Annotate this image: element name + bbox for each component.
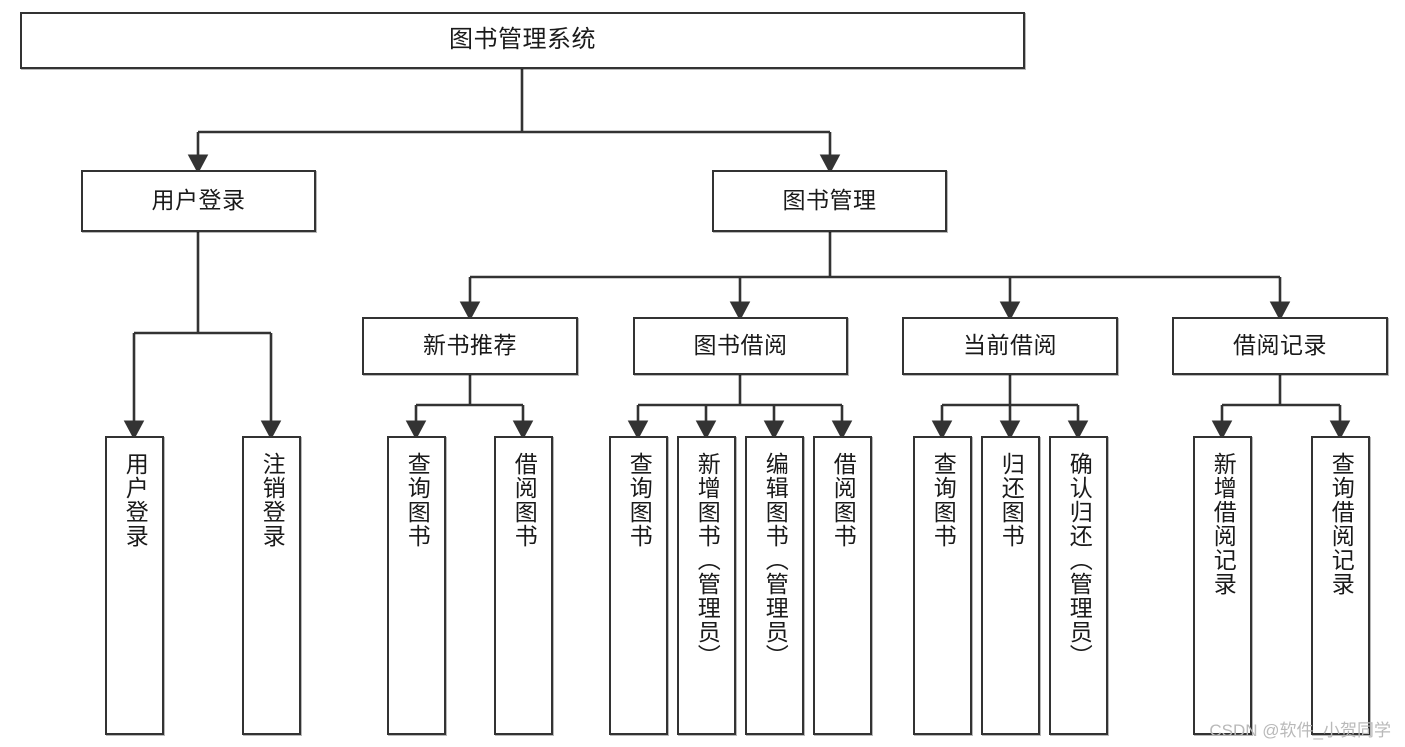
node-book-borrow[interactable]: 图书借阅 [633,317,848,375]
node-label: 图书管理系统 [449,26,596,54]
node-leaf-edit-book[interactable]: 编辑图书（管理员） [745,436,804,735]
node-label: 当前借阅 [963,332,1057,359]
node-label: 查询图书 [404,452,431,548]
node-label: 查询借阅记录 [1328,452,1355,596]
node-leaf-user-logout[interactable]: 注销登录 [242,436,301,735]
node-label: 归还图书 [998,452,1025,548]
node-label: 新增图书（管理员） [694,452,721,668]
node-leaf-borrow-book-recommend[interactable]: 借阅图书 [494,436,553,735]
node-label: 借阅图书 [830,452,857,548]
node-book-manage[interactable]: 图书管理 [712,170,947,232]
node-user-login[interactable]: 用户登录 [81,170,316,232]
node-current-borrow[interactable]: 当前借阅 [902,317,1118,375]
node-label: 编辑图书（管理员） [762,452,789,668]
node-leaf-user-login[interactable]: 用户登录 [105,436,164,735]
node-new-book-recommend[interactable]: 新书推荐 [362,317,578,375]
node-leaf-add-borrow-record[interactable]: 新增借阅记录 [1193,436,1252,735]
node-borrow-record[interactable]: 借阅记录 [1172,317,1388,375]
node-leaf-query-borrow-record[interactable]: 查询借阅记录 [1311,436,1370,735]
node-leaf-borrow-book[interactable]: 借阅图书 [813,436,872,735]
node-leaf-query-book-current[interactable]: 查询图书 [913,436,972,735]
watermark-text: CSDN @软件_小贺同学 [1209,721,1391,740]
node-leaf-query-book-recommend[interactable]: 查询图书 [387,436,446,735]
node-label: 图书管理 [782,187,877,214]
node-label: 借阅图书 [511,452,538,548]
node-label: 新书推荐 [423,332,517,359]
node-leaf-return-book[interactable]: 归还图书 [981,436,1040,735]
node-label: 用户登录 [151,187,246,214]
node-label: 新增借阅记录 [1210,452,1237,596]
node-root-system[interactable]: 图书管理系统 [20,12,1025,69]
node-leaf-add-book[interactable]: 新增图书（管理员） [677,436,736,735]
node-label: 查询图书 [930,452,957,548]
node-label: 图书借阅 [693,332,788,359]
node-leaf-confirm-return[interactable]: 确认归还（管理员） [1049,436,1108,735]
node-leaf-query-book-borrow[interactable]: 查询图书 [609,436,668,735]
node-label: 查询图书 [626,452,653,548]
node-label: 确认归还（管理员） [1066,452,1093,668]
node-label: 借阅记录 [1233,332,1327,359]
node-label: 注销登录 [259,452,286,548]
node-label: 用户登录 [122,452,149,548]
